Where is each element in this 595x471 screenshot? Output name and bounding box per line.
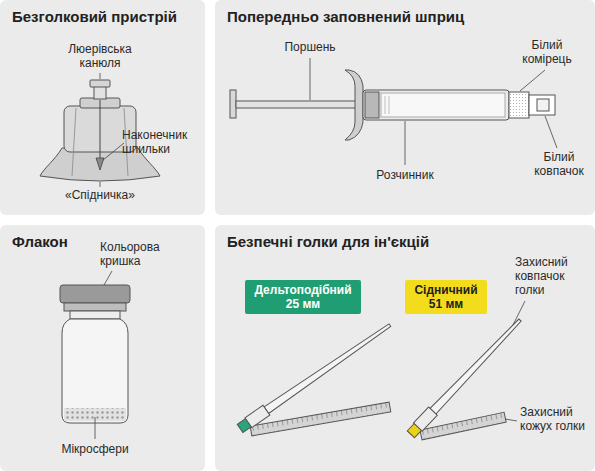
section-panel: Попередньо заповнений шприц (215, 0, 595, 215)
part-label: Білий ковпачок (526, 150, 592, 178)
panel-title: Безголковий пристрій (0, 0, 205, 26)
panel-title: Попередньо заповнений шприц (215, 0, 595, 26)
section-panel: Безголковий пристрій (0, 0, 205, 215)
tag-text: Дельтоподібний (253, 283, 353, 297)
needle-size-tag: Сідничний51 мм (405, 280, 487, 314)
part-label: Поршень (270, 40, 350, 54)
tag-text: Сідничний (413, 283, 479, 297)
panel-title: Безпечні голки для ін'єкцій (215, 225, 595, 251)
part-label: Захисний ковпачок голки (515, 255, 591, 297)
part-label: Кольорова кришка (100, 240, 195, 268)
syringe-illustration (215, 0, 595, 215)
part-label: Наконечник шпильки (122, 128, 202, 156)
tag-text: 51 мм (413, 297, 479, 311)
part-label: Захисний кожух голки (520, 405, 592, 433)
needleless-device-illustration (0, 0, 205, 215)
part-label: Люерівська канюля (55, 42, 145, 70)
part-label: Мікросфери (45, 442, 145, 456)
part-label: Розчинник (365, 168, 445, 182)
needle-size-tag: Дельтоподібний25 мм (245, 280, 361, 314)
part-label: «Спідничка» (55, 188, 145, 202)
part-label: Білий комірець (510, 38, 584, 66)
tag-text: 25 мм (253, 297, 353, 311)
